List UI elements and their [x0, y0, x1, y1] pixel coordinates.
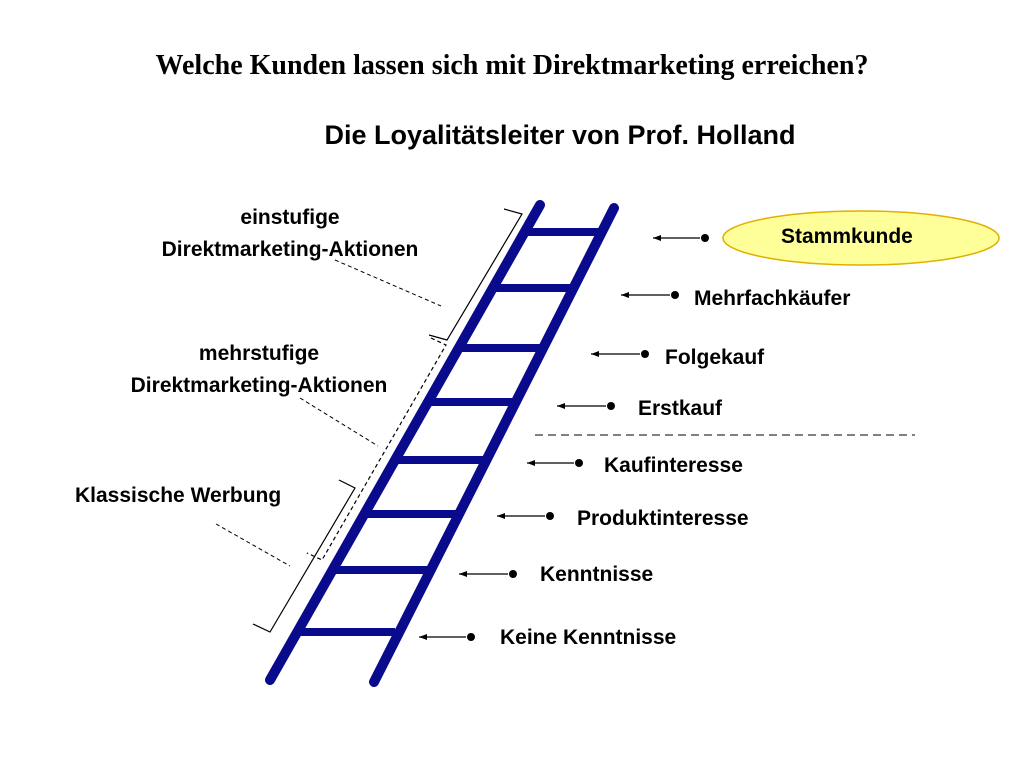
- stammkunde-highlight: [722, 210, 1000, 266]
- rung-label-folgekauf: Folgekauf: [665, 346, 765, 369]
- label-klassisch: Klassische Werbung: [75, 484, 282, 507]
- slide-subtitle: Die Loyalitätsleiter von Prof. Holland: [324, 120, 796, 150]
- rung-label-erstkauf: Erstkauf: [638, 397, 723, 420]
- leader-mehrstufig: [299, 397, 379, 447]
- label-mehrstufig-line1: mehrstufige: [198, 342, 320, 365]
- ladder-right-rail: [369, 203, 619, 687]
- rung-label-kaufinteresse: Kaufinteresse: [604, 454, 743, 477]
- bullet-dot: [607, 402, 615, 410]
- rung-label-mehrfachkaeufer: Mehrfachkäufer: [694, 287, 851, 310]
- label-einstufig-line1: einstufige: [240, 206, 340, 229]
- arrowhead: [591, 351, 599, 357]
- arrowhead: [497, 513, 505, 519]
- label-mehrstufig-line2: Direktmarketing-Aktionen: [130, 374, 388, 397]
- bullet-dot: [467, 633, 475, 641]
- rung-label-stammkunde: Stammkunde: [781, 225, 913, 248]
- bracket-klassisch: [252, 479, 356, 633]
- arrowhead: [557, 403, 565, 409]
- leader-einstufig: [334, 259, 442, 307]
- label-einstufig-line2: Direktmarketing-Aktionen: [161, 238, 419, 261]
- slide-title: Welche Kunden lassen sich mit Direktmark…: [155, 50, 869, 81]
- arrowhead: [653, 235, 661, 241]
- bullet-dot: [671, 291, 679, 299]
- rung-label-keine-kenntnisse: Keine Kenntnisse: [500, 626, 677, 649]
- label-mehrstufig: mehrstufige Direktmarketing-Aktionen: [131, 338, 388, 402]
- arrowhead: [621, 292, 629, 298]
- arrowhead: [527, 460, 535, 466]
- leader-klassisch: [215, 523, 291, 567]
- label-einstufig: einstufige Direktmarketing-Aktionen: [162, 202, 419, 266]
- rung-label-produktinteresse: Produktinteresse: [577, 507, 749, 530]
- bracket-einstufig: [428, 208, 523, 341]
- rung-label-kenntnisse: Kenntnisse: [540, 563, 654, 586]
- bullet-dot: [641, 350, 649, 358]
- bullet-dot: [509, 570, 517, 578]
- arrowhead: [459, 571, 467, 577]
- bullet-dot: [701, 234, 709, 242]
- arrowhead: [419, 634, 427, 640]
- bullet-dot: [575, 459, 583, 467]
- bullet-dot: [546, 512, 554, 520]
